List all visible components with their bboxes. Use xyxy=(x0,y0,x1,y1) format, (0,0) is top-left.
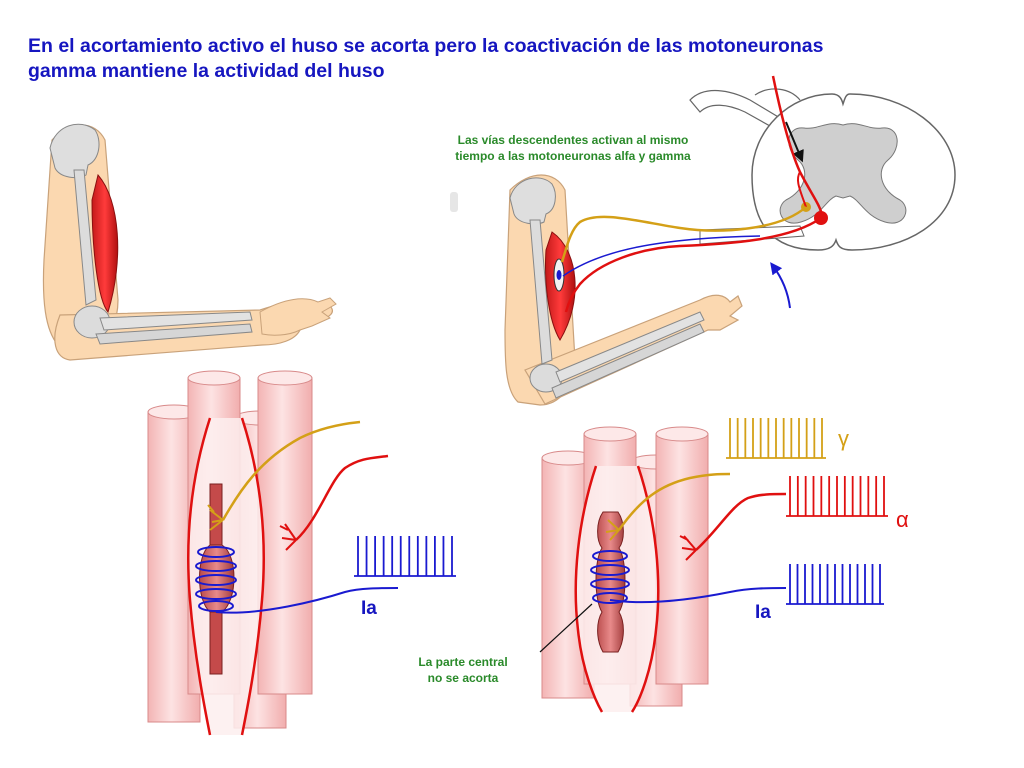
title-line-1: En el acortamiento activo el huso se aco… xyxy=(28,35,824,57)
caption-descending: Las vías descendentes activan al mismo t… xyxy=(418,132,728,164)
spike-train-gamma xyxy=(726,418,826,459)
spinal-cord xyxy=(689,75,956,251)
caption-central-line-2: no se acorta xyxy=(427,671,499,685)
caption-descending-line-2: tiempo a las motoneuronas alfa y gamma xyxy=(455,149,691,163)
spike-train-alpha xyxy=(786,476,888,517)
title-line-2: gamma mantiene la actividad del huso xyxy=(28,60,385,82)
slide-title: En el acortamiento activo el huso se aco… xyxy=(28,34,988,84)
intrafusal-center-right xyxy=(595,511,626,653)
alpha-nerve-to-arm xyxy=(564,216,822,313)
arm-left xyxy=(42,123,337,361)
label-ia-right: Ia xyxy=(755,602,771,623)
spike-train-ia-left xyxy=(354,536,456,577)
central-part-pointer xyxy=(539,603,593,653)
gamma-nerve-to-arm xyxy=(560,206,807,263)
label-alpha: α xyxy=(896,507,909,532)
spindle-diagram-left xyxy=(147,370,399,736)
caption-central-line-1: La parte central xyxy=(418,655,508,669)
label-gamma: γ xyxy=(838,426,849,451)
arm-right xyxy=(450,174,743,406)
biceps-left xyxy=(91,173,119,314)
caption-central-part: La parte central no se acorta xyxy=(398,654,528,686)
spindle-diagram-right xyxy=(539,426,787,713)
spike-train-ia-right xyxy=(786,564,884,605)
label-ia-left: Ia xyxy=(361,598,377,619)
caption-descending-line-1: Las vías descendentes activan al mismo xyxy=(457,133,689,147)
flexion-arrow-icon xyxy=(770,262,791,309)
descending-arrow-icon xyxy=(785,121,804,163)
ia-nerve-to-cord xyxy=(562,235,761,277)
